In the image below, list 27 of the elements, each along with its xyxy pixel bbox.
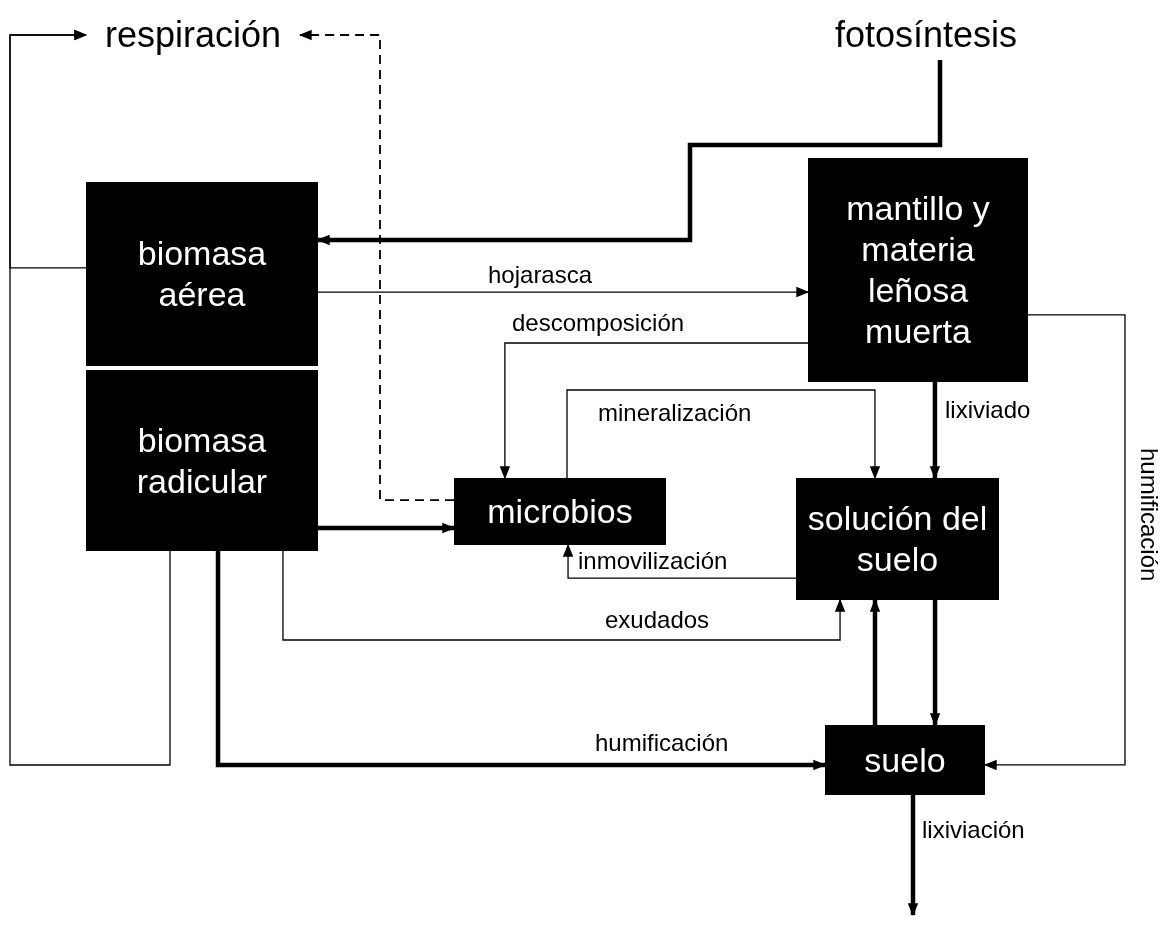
process-box [454,478,666,545]
process-box [86,182,318,366]
arrow [298,29,455,501]
arrow [215,551,827,771]
box-label: biomasa radicular [135,419,269,502]
arrow [9,29,171,766]
flow-label: respiración [103,13,283,57]
box-label: suelo [863,739,947,781]
arrow [929,600,941,727]
arrow [318,522,456,534]
arrow [499,342,809,480]
arrow [562,543,797,579]
flow-label: fotosíntesis [833,13,1019,57]
box-label: solución del suelo [806,498,989,580]
arrow [929,382,941,480]
arrow [282,550,846,641]
arrow [907,795,919,917]
process-box [825,725,985,795]
arrow [317,286,810,298]
process-box [808,158,1028,382]
arrow [869,598,881,725]
box-label: mantillo y materia leñosa muerta [845,188,991,352]
arrow [566,389,881,480]
box-label: biomasa aérea [136,233,268,315]
box-label: microbios [486,491,634,532]
process-box [86,370,318,551]
process-box [796,478,999,600]
